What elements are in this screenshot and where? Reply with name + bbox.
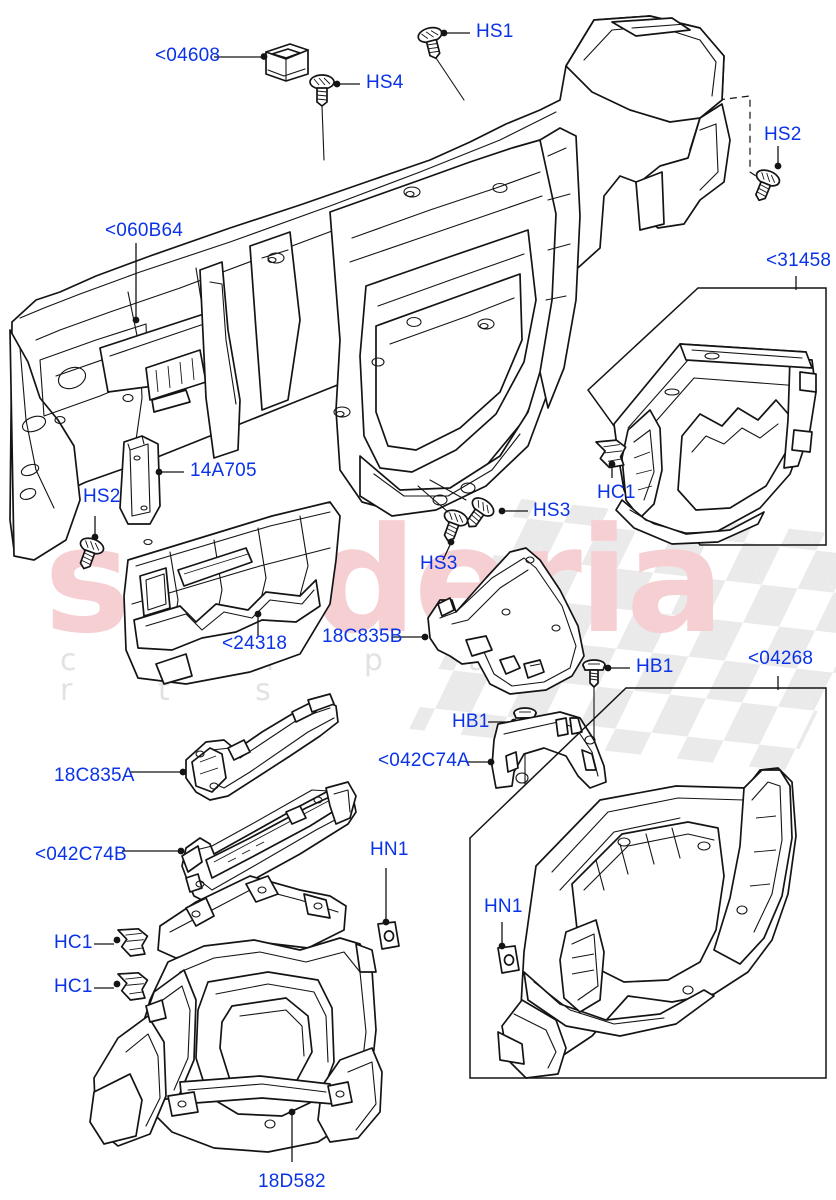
callout-hs2-top[interactable]: HS2	[764, 124, 802, 145]
part-042C74B	[181, 781, 357, 903]
callout-04608[interactable]: <04608	[155, 45, 221, 66]
part-14A705	[119, 435, 161, 525]
callout-24318[interactable]: <24318	[222, 633, 288, 654]
callout-18C835A[interactable]: 18C835A	[54, 765, 135, 786]
nut-hn1-glovebox	[497, 945, 520, 974]
part-24318	[123, 501, 341, 685]
part-18C835A	[185, 693, 339, 801]
callout-18C835B[interactable]: 18C835B	[322, 626, 403, 647]
nut-hn1-left	[377, 921, 400, 950]
callout-hc1-lower[interactable]: HC1	[54, 976, 93, 997]
part-042C74A	[491, 711, 607, 789]
callout-hc1-glovebox[interactable]: HC1	[597, 482, 636, 503]
callout-18D582[interactable]: 18D582	[258, 1171, 326, 1192]
callout-14A705[interactable]: 14A705	[190, 460, 257, 481]
callout-hn1-left[interactable]: HN1	[370, 839, 409, 860]
callout-04268[interactable]: <04268	[748, 648, 814, 669]
callout-hs1[interactable]: HS1	[476, 21, 514, 42]
callout-hs3-upper[interactable]: HS3	[533, 500, 571, 521]
screw-hs4	[309, 74, 335, 107]
callout-hs3-lower[interactable]: HS3	[420, 553, 458, 574]
callout-31458[interactable]: <31458	[766, 250, 832, 271]
callout-hs4[interactable]: HS4	[366, 72, 404, 93]
part-18C835B	[427, 547, 585, 695]
callout-042C74A[interactable]: <042C74A	[378, 750, 470, 771]
part-04608	[265, 43, 309, 82]
inset-box-04268	[469, 687, 827, 1079]
screw-hs3-upper	[458, 493, 498, 535]
screw-hs2-mid	[71, 534, 107, 574]
bolt-hb1-right	[582, 659, 606, 688]
callout-hc1-upper[interactable]: HC1	[54, 932, 93, 953]
part-31458-glovebox-door	[613, 343, 817, 545]
callout-hb1-left[interactable]: HB1	[452, 711, 490, 732]
callout-042C74B[interactable]: <042C74B	[35, 844, 127, 865]
callout-hb1-right[interactable]: HB1	[636, 656, 674, 677]
callout-hn1-glovebox[interactable]: HN1	[484, 896, 523, 917]
part-04268-glovebox-housing	[497, 767, 797, 1079]
callout-060B64[interactable]: <060B64	[105, 220, 184, 241]
callout-hs2-mid[interactable]: HS2	[83, 486, 121, 507]
part-18D582	[89, 875, 383, 1153]
screw-hs2-top	[747, 166, 783, 206]
part-060B64-crossmember	[9, 15, 731, 561]
screw-hs3-lower	[435, 506, 471, 546]
